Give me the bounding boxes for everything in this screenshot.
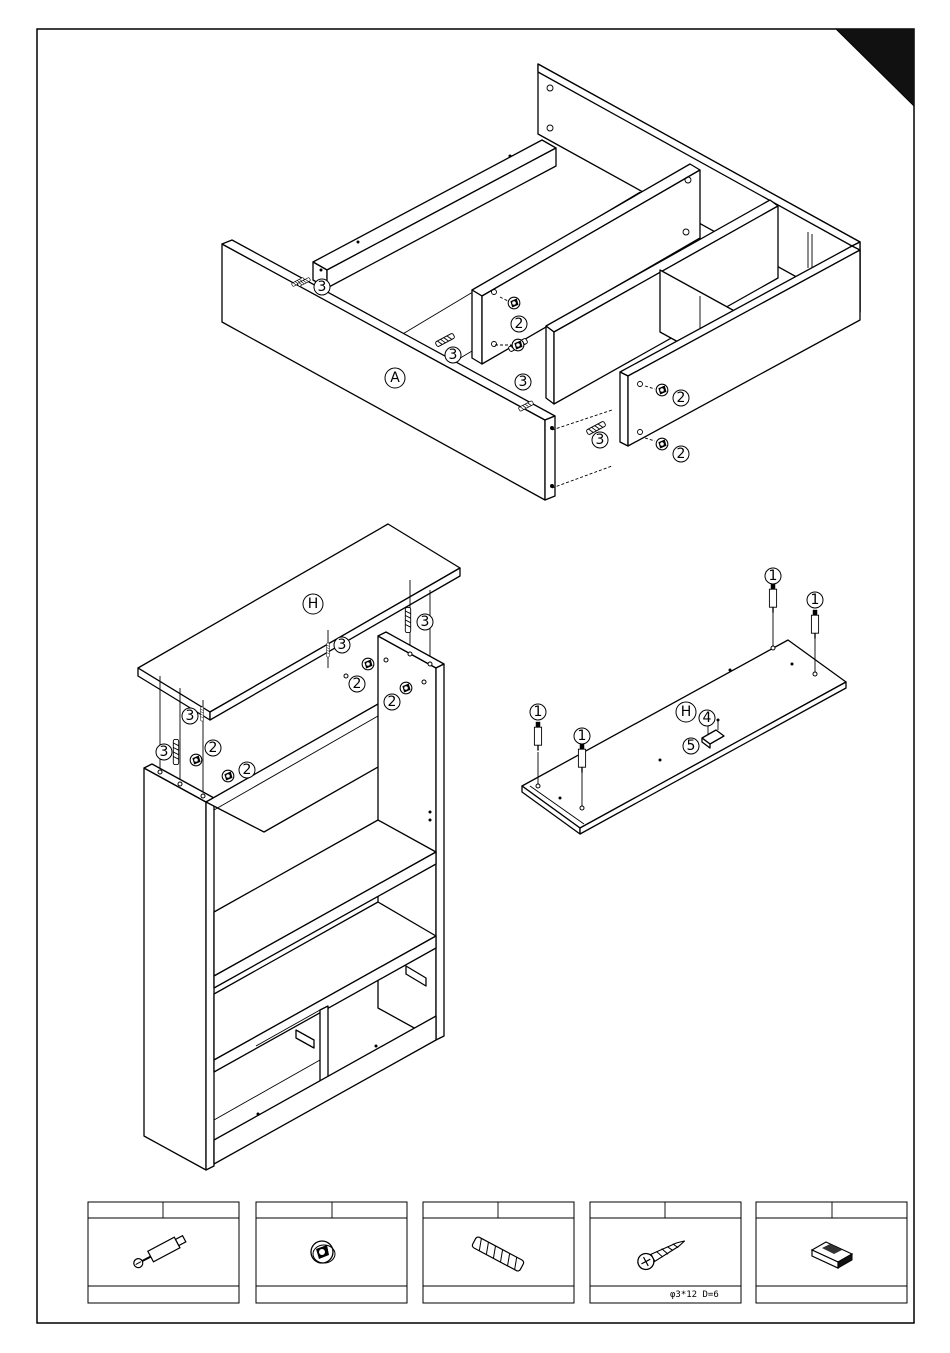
callout-2: 2 xyxy=(349,676,365,692)
svg-text:H: H xyxy=(681,704,692,720)
callout-2: 2 xyxy=(239,762,255,778)
callout-1: 1 xyxy=(765,568,781,584)
callout-3: 3 xyxy=(515,374,531,390)
svg-text:1: 1 xyxy=(534,704,543,720)
svg-text:5: 5 xyxy=(687,738,696,754)
svg-text:2: 2 xyxy=(677,446,686,462)
hardware-legend: φ3*12 D=6 xyxy=(88,1202,907,1303)
callout-2: 2 xyxy=(205,740,221,756)
cabinet-top-assembly-drawing: H xyxy=(138,524,460,1170)
callout-3: 3 xyxy=(182,708,198,724)
callout-2: 2 xyxy=(511,316,527,332)
drawer-box-assembly-drawing: A 3 3 3 3 2 2 2 xyxy=(222,64,860,500)
svg-text:H: H xyxy=(308,596,319,612)
callout-3: 3 xyxy=(417,614,433,630)
corner-tab-marker xyxy=(836,29,914,106)
svg-text:3: 3 xyxy=(186,708,195,724)
callout-5: 5 xyxy=(683,738,699,754)
svg-text:3: 3 xyxy=(160,744,169,760)
legend-box-wood-dowel xyxy=(423,1202,574,1303)
callout-3: 3 xyxy=(592,432,608,448)
svg-text:1: 1 xyxy=(811,592,820,608)
callout-h-panel: H xyxy=(676,702,696,722)
legend-box-cam-lock xyxy=(256,1202,407,1303)
svg-text:4: 4 xyxy=(703,710,712,726)
svg-text:3: 3 xyxy=(338,637,347,653)
screw-spec-label: φ3*12 D=6 xyxy=(670,1290,719,1300)
svg-text:1: 1 xyxy=(578,728,587,744)
svg-text:3: 3 xyxy=(449,347,458,363)
svg-text:2: 2 xyxy=(209,740,218,756)
callout-3: 3 xyxy=(156,744,172,760)
panel-h-hardware-drawing: H 1 1 1 1 4 5 xyxy=(522,568,846,834)
svg-text:3: 3 xyxy=(519,374,528,390)
svg-text:2: 2 xyxy=(243,762,252,778)
svg-text:3: 3 xyxy=(421,614,430,630)
svg-text:2: 2 xyxy=(515,316,524,332)
callout-3: 3 xyxy=(314,279,330,295)
legend-box-shelf-clip xyxy=(756,1202,907,1303)
legend-box-screw: φ3*12 D=6 xyxy=(590,1202,741,1303)
callout-a-front-panel: A xyxy=(385,368,405,388)
callout-2: 2 xyxy=(384,694,400,710)
callout-4: 4 xyxy=(699,710,715,726)
svg-text:1: 1 xyxy=(769,568,778,584)
svg-text:2: 2 xyxy=(677,390,686,406)
svg-text:3: 3 xyxy=(596,432,605,448)
svg-text:2: 2 xyxy=(353,676,362,692)
callout-1: 1 xyxy=(530,704,546,720)
svg-text:2: 2 xyxy=(388,694,397,710)
svg-text:A: A xyxy=(390,370,400,386)
callout-h-top-panel: H xyxy=(303,594,323,614)
callout-1: 1 xyxy=(807,592,823,608)
svg-text:3: 3 xyxy=(318,279,327,295)
callout-2: 2 xyxy=(673,446,689,462)
callout-1: 1 xyxy=(574,728,590,744)
callout-2: 2 xyxy=(673,390,689,406)
callout-3: 3 xyxy=(334,637,350,653)
legend-box-cam-bolt xyxy=(88,1202,239,1303)
callout-3: 3 xyxy=(445,347,461,363)
